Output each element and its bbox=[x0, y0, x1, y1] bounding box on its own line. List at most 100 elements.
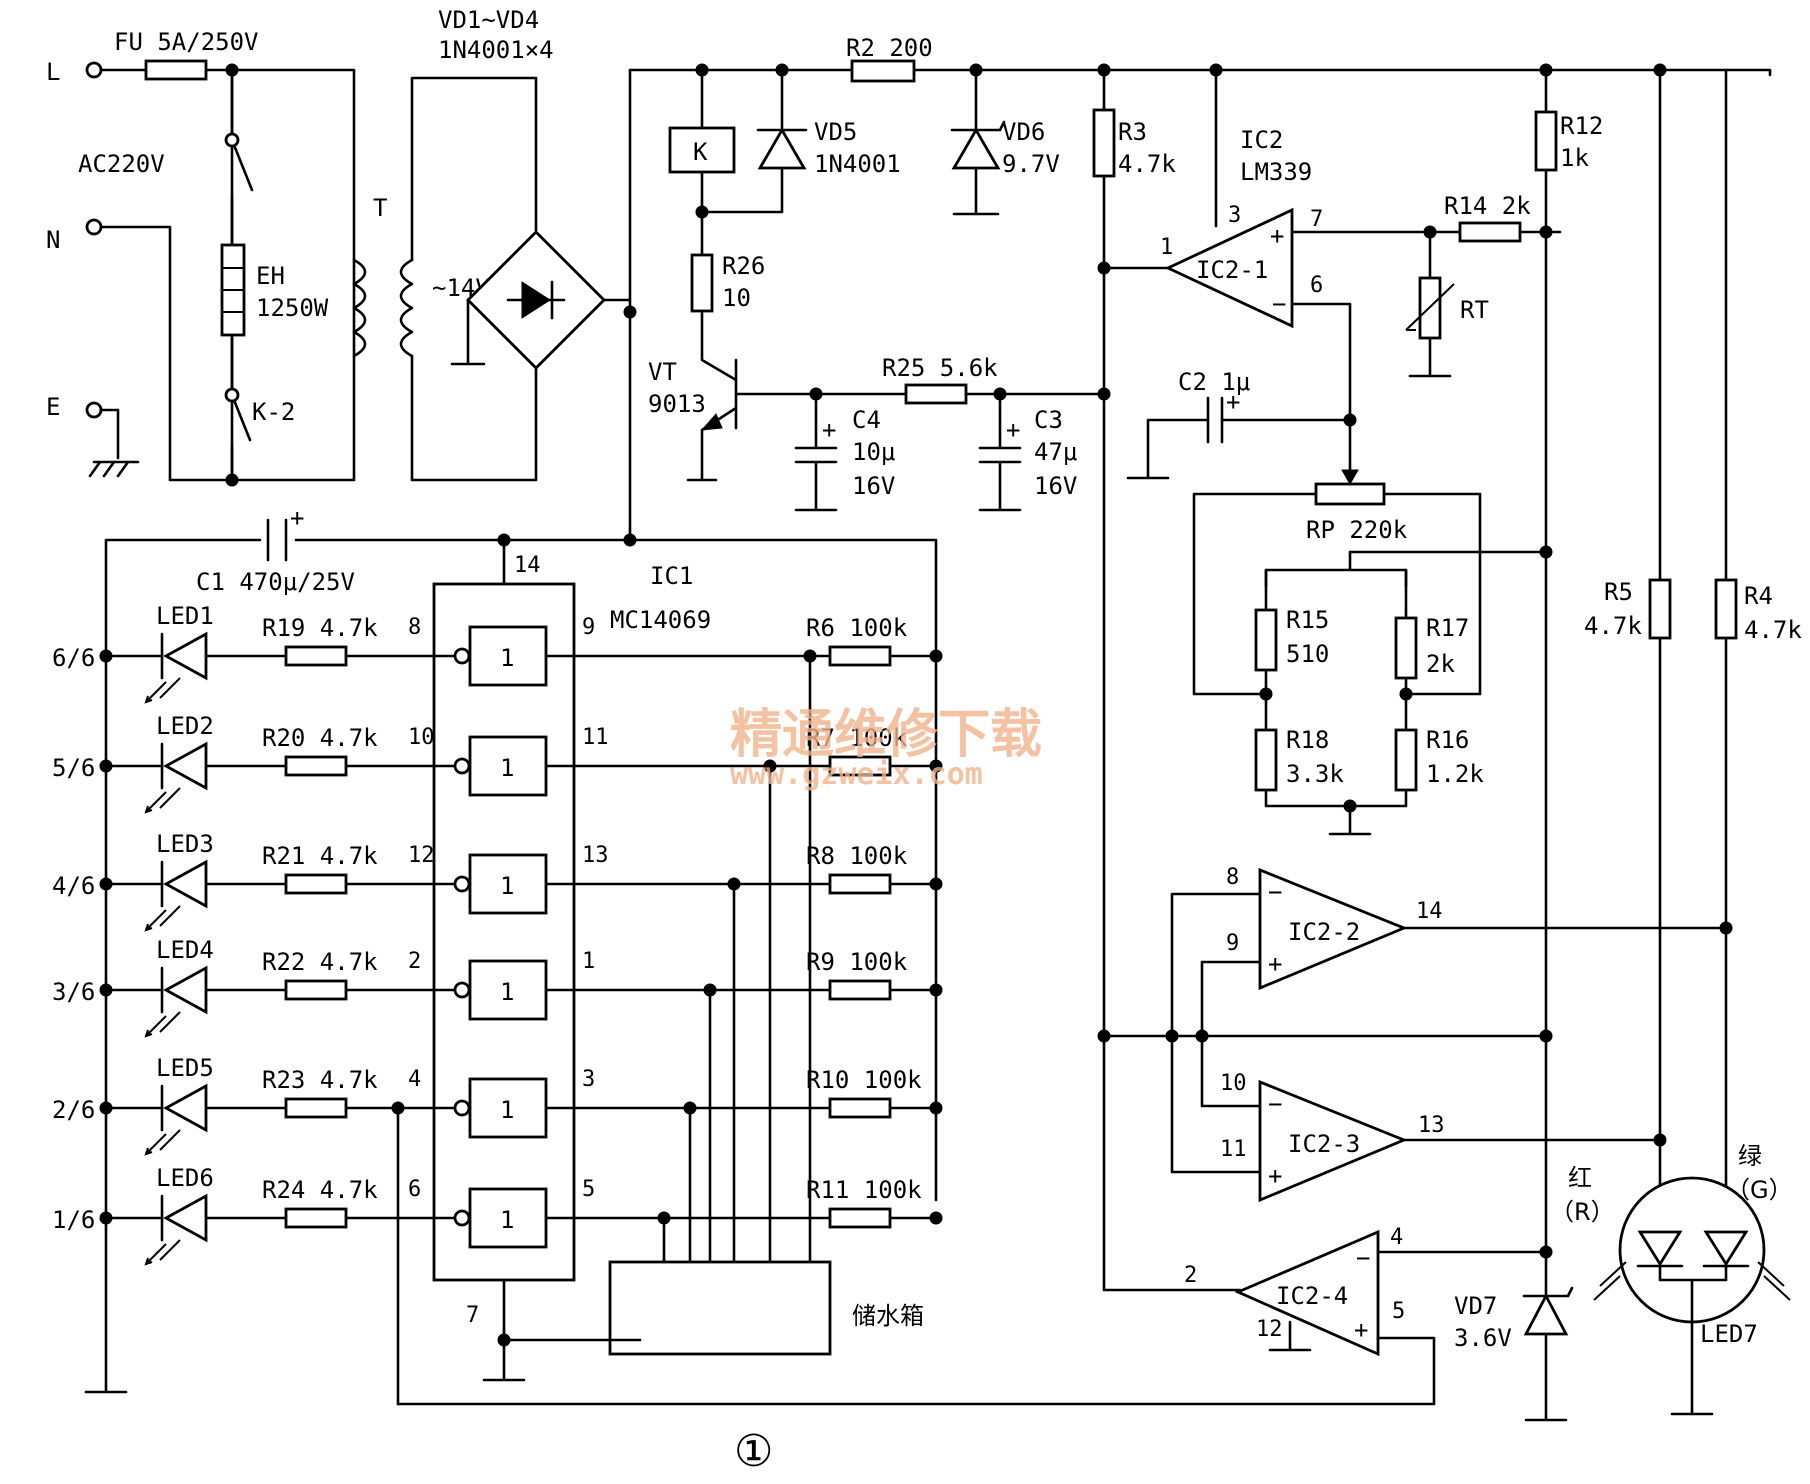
junction bbox=[1653, 63, 1667, 77]
led-diode-icon bbox=[163, 859, 208, 909]
junction bbox=[99, 1101, 113, 1115]
input-resistor bbox=[284, 979, 348, 1001]
bridge-arms bbox=[1264, 568, 1408, 612]
inverter-gate bbox=[468, 1187, 548, 1249]
ic2-4-comparator bbox=[1234, 1229, 1380, 1357]
ic2-3-label: IC2-3 bbox=[1288, 1130, 1360, 1158]
terminal-l[interactable] bbox=[85, 61, 103, 79]
junction bbox=[99, 983, 113, 997]
led7-common-wire bbox=[1636, 1264, 1750, 1416]
ic2-2-pin-out: 14 bbox=[1416, 899, 1443, 924]
junction bbox=[99, 759, 113, 773]
level-mark: 4/6 bbox=[52, 872, 95, 900]
ic2-4-label: IC2-4 bbox=[1276, 1282, 1348, 1310]
ic2-4-pin-out: 2 bbox=[1184, 1263, 1197, 1288]
r2-resistor bbox=[850, 59, 916, 83]
r26-resistor bbox=[690, 253, 714, 313]
junction bbox=[1259, 687, 1273, 701]
c3-plus-icon: + bbox=[1006, 416, 1020, 444]
r12-resistor bbox=[1534, 110, 1558, 172]
junction bbox=[225, 473, 239, 487]
junction bbox=[1719, 921, 1733, 935]
vd5-diode-icon bbox=[757, 127, 807, 170]
c2-capacitor bbox=[1126, 396, 1352, 480]
ic2-ref: IC2 bbox=[1240, 126, 1283, 154]
terminal-n[interactable] bbox=[85, 218, 103, 236]
r26-ref: R26 bbox=[722, 252, 765, 280]
vd7-bar bbox=[1522, 1286, 1574, 1298]
led-ref: LED3 bbox=[156, 830, 214, 858]
bridge-part: 1N4001×4 bbox=[438, 36, 554, 64]
r25-resistor bbox=[904, 383, 968, 405]
c2-label: C2 1μ bbox=[1178, 368, 1250, 396]
led-diode-icon bbox=[163, 741, 208, 791]
inverter-bubble-icon bbox=[453, 1099, 471, 1117]
bridge-ref: VD1~VD4 bbox=[438, 6, 539, 34]
switch-contact-icon bbox=[224, 132, 240, 148]
junction bbox=[1097, 63, 1111, 77]
r5-r4-wires bbox=[1658, 68, 1728, 1204]
inverter-pin-out: 1 bbox=[582, 949, 595, 974]
inverter-gate-label: 1 bbox=[500, 754, 514, 782]
ic2-2-label: IC2-2 bbox=[1288, 918, 1360, 946]
level-mark: 3/6 bbox=[52, 978, 95, 1006]
input-resistor-label: R24 4.7k bbox=[262, 1176, 378, 1204]
ic2-4-pin-minus: 4 bbox=[1390, 1225, 1403, 1250]
r3-val: 4.7k bbox=[1118, 150, 1176, 178]
led-light-rays-icon bbox=[144, 1239, 181, 1266]
led-light-rays-icon bbox=[144, 1129, 181, 1156]
junction bbox=[1343, 413, 1357, 427]
junction bbox=[775, 63, 789, 77]
level-mark: 2/6 bbox=[52, 1096, 95, 1124]
k2-contact-icon bbox=[224, 387, 240, 403]
vt-part: 9013 bbox=[648, 390, 706, 418]
led7-ref: LED7 bbox=[1700, 1320, 1758, 1348]
terminal-e[interactable] bbox=[85, 401, 103, 419]
led-light-rays-icon bbox=[144, 677, 181, 704]
r18-val: 3.3k bbox=[1286, 760, 1344, 788]
water-tank-label: 储水箱 bbox=[852, 1302, 924, 1330]
r18-ref: R18 bbox=[1286, 726, 1329, 754]
r15-val: 510 bbox=[1286, 640, 1329, 668]
led-diode-icon bbox=[163, 631, 208, 681]
power-supply: T ~14V VD1~VD4 1N4001×4 bbox=[352, 6, 637, 542]
r4-resistor bbox=[1714, 578, 1738, 640]
inverter-bubble-icon bbox=[453, 981, 471, 999]
r16-val: 1.2k bbox=[1426, 760, 1484, 788]
ic2-2-wires bbox=[1170, 892, 1728, 1174]
junction bbox=[1539, 63, 1553, 77]
ic2-1-label: IC2-1 bbox=[1196, 256, 1268, 284]
r12-wire bbox=[1524, 68, 1568, 1422]
junction bbox=[497, 1333, 511, 1347]
r17-val: 2k bbox=[1426, 650, 1455, 678]
input-resistor-label: R21 4.7k bbox=[262, 842, 378, 870]
junction bbox=[623, 533, 637, 547]
vd6-wire bbox=[952, 68, 1000, 216]
junction bbox=[99, 649, 113, 663]
junction bbox=[1539, 225, 1553, 239]
junction bbox=[809, 387, 823, 401]
secondary-wire bbox=[410, 76, 538, 482]
watermark-text: 精通维修下载 bbox=[730, 705, 1042, 765]
led7-light-rays-icon bbox=[1593, 1261, 1791, 1301]
led-ref: LED6 bbox=[156, 1164, 214, 1192]
ic2-4-plus-icon: + bbox=[1354, 1316, 1368, 1344]
label-e: E bbox=[46, 393, 60, 421]
vd6-bar bbox=[950, 120, 1006, 132]
bridge-ground-icon bbox=[450, 298, 486, 366]
c2-plus-icon: + bbox=[1226, 388, 1240, 416]
output-resistor-label: R9 100k bbox=[806, 948, 908, 976]
led7-red-label: 红 bbox=[1568, 1164, 1592, 1192]
junction bbox=[1097, 261, 1111, 275]
ic1-package bbox=[432, 582, 576, 1282]
c1-label: C1 470μ/25V bbox=[196, 568, 355, 596]
led7-red-diode-icon bbox=[1637, 1230, 1683, 1267]
junction bbox=[1539, 1029, 1553, 1043]
ic1-pin-vdd: 14 bbox=[514, 553, 541, 578]
r4-val: 4.7k bbox=[1744, 616, 1802, 644]
inverter-gate bbox=[468, 625, 548, 687]
inverter-pin-in: 2 bbox=[408, 949, 421, 974]
ic2-4-pin-gnd: 12 bbox=[1256, 1317, 1283, 1342]
ic2-1-minus-icon: − bbox=[1272, 290, 1286, 318]
